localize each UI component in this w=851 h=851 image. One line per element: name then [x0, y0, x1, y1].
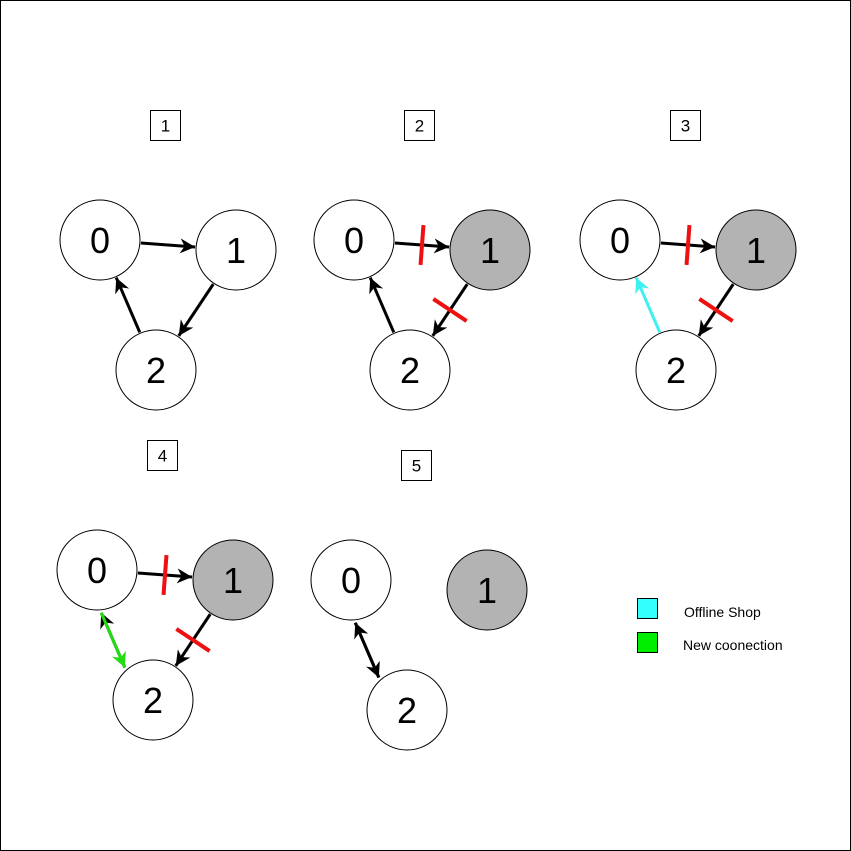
panel-number-label: 3 [681, 117, 690, 136]
legend-item: Offline Shop [637, 598, 761, 620]
node-2: 2 [366, 669, 448, 751]
offline-node-circle [192, 539, 274, 621]
node-2: 2 [112, 659, 194, 741]
node-label: 2 [666, 350, 686, 391]
node-label: 1 [477, 570, 497, 611]
node-label: 0 [341, 560, 361, 601]
node-0: 0 [59, 199, 141, 281]
legend-swatch [637, 598, 658, 619]
node-label: 2 [143, 680, 163, 721]
cut-mark-1-to-2 [432, 297, 468, 323]
node-label: 1 [226, 230, 246, 271]
node-1: 1 [195, 209, 277, 291]
panel-number-box [670, 110, 701, 141]
panel-number-box [150, 110, 181, 141]
edge-2-to-0 [114, 277, 142, 333]
panel-5: 5 0 1 2 [310, 450, 528, 751]
node-2: 2 [635, 329, 717, 411]
node-circle [56, 529, 138, 611]
panel-4: 4 0 1 2 [56, 440, 274, 741]
node-label: 1 [746, 230, 766, 271]
node-0: 0 [310, 539, 392, 621]
node-label: 0 [344, 220, 364, 261]
edge-0-to-2 [99, 612, 127, 669]
node-label: 0 [87, 550, 107, 591]
node-1: 1 [715, 209, 797, 291]
node-circle [195, 209, 277, 291]
cut-mark-1-to-2 [175, 627, 211, 653]
node-0: 0 [313, 199, 395, 281]
cut-mark-1-to-2 [698, 297, 734, 323]
node-circle [635, 329, 717, 411]
panel-number-label: 5 [412, 457, 421, 476]
offline-node-circle [715, 209, 797, 291]
node-circle [369, 329, 451, 411]
node-label: 0 [610, 220, 630, 261]
node-1: 1 [192, 539, 274, 621]
offline-node-circle [449, 209, 531, 291]
legend-item: New coonection [637, 632, 783, 653]
edge-2-to-0 [634, 277, 662, 333]
node-circle [366, 669, 448, 751]
edge-0-to-1 [140, 238, 196, 254]
panel-number-label: 1 [161, 117, 170, 136]
node-circle [59, 199, 141, 281]
node-1: 1 [446, 549, 528, 631]
panel-3: 3 0 1 2 [579, 110, 797, 411]
node-circle [313, 199, 395, 281]
cut-mark-0-to-1 [161, 554, 169, 596]
node-label: 2 [397, 690, 417, 731]
edge-1-to-2 [177, 283, 215, 337]
edge-2-to-0 [368, 277, 396, 333]
cut-mark-0-to-1 [684, 224, 692, 266]
panel-number-label: 4 [158, 447, 167, 466]
node-2: 2 [115, 329, 197, 411]
legend-swatch [637, 632, 658, 653]
cut-mark-0-to-1 [418, 224, 426, 266]
edge-2-to-0 [353, 622, 381, 679]
node-label: 2 [400, 350, 420, 391]
node-1: 1 [449, 209, 531, 291]
node-label: 2 [146, 350, 166, 391]
node-2: 2 [369, 329, 451, 411]
node-label: 1 [480, 230, 500, 271]
panel-number-box [401, 450, 432, 481]
offline-node-circle [446, 549, 528, 631]
node-circle [310, 539, 392, 621]
panel-number-box [404, 110, 435, 141]
node-circle [112, 659, 194, 741]
node-label: 0 [90, 220, 110, 261]
node-0: 0 [579, 199, 661, 281]
panel-1: 1 0 1 2 [59, 110, 277, 411]
node-label: 1 [223, 560, 243, 601]
legend-label: New coonection [683, 637, 783, 653]
node-0: 0 [56, 529, 138, 611]
node-circle [579, 199, 661, 281]
legend-label: Offline Shop [684, 604, 761, 620]
panel-number-label: 2 [415, 117, 424, 136]
panel-number-box [147, 440, 178, 471]
node-circle [115, 329, 197, 411]
